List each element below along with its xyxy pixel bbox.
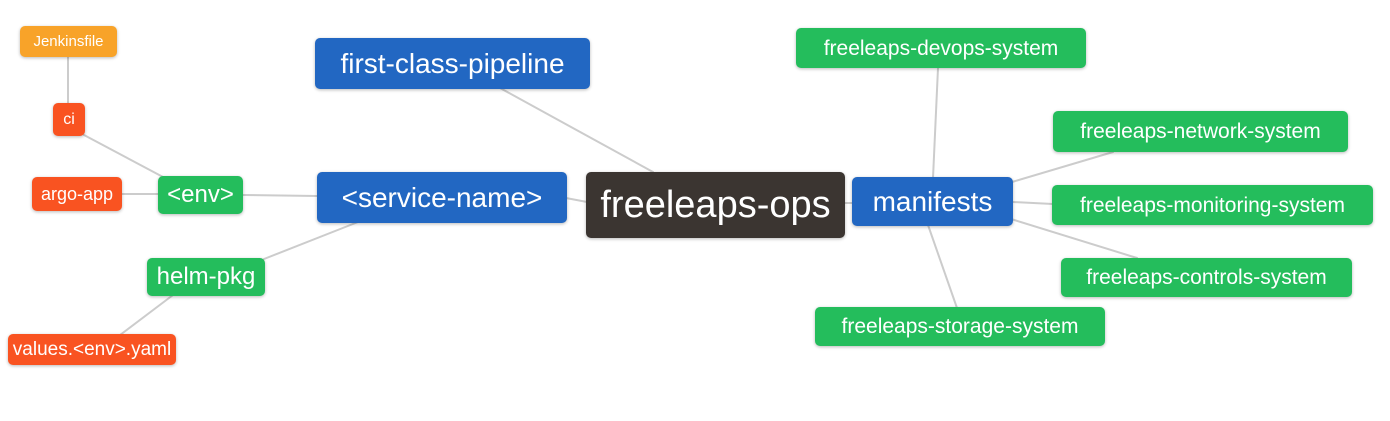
- edge-manifests-to-network-system: [1011, 151, 1114, 183]
- node-devops-system[interactable]: freeleaps-devops-system: [796, 28, 1086, 68]
- node-first-class-pipeline[interactable]: first-class-pipeline: [315, 38, 590, 89]
- edge-manifests-to-storage-system: [927, 224, 958, 309]
- edge-ci-to-env: [83, 134, 164, 178]
- node-storage-system[interactable]: freeleaps-storage-system: [815, 307, 1105, 346]
- node-argo-app[interactable]: argo-app: [32, 177, 122, 211]
- node-jenkinsfile[interactable]: Jenkinsfile: [20, 26, 117, 57]
- edge-service-name-to-helm-pkg: [263, 221, 359, 260]
- edge-env-to-service-name: [242, 194, 318, 197]
- edge-service-name-to-freeleaps-ops: [565, 197, 588, 203]
- node-controls-system[interactable]: freeleaps-controls-system: [1061, 258, 1352, 297]
- node-freeleaps-ops[interactable]: freeleaps-ops: [586, 172, 845, 238]
- node-service-name[interactable]: <service-name>: [317, 172, 567, 223]
- node-values-env-yaml[interactable]: values.<env>.yaml: [8, 334, 176, 365]
- edge-manifests-to-controls-system: [1010, 218, 1138, 259]
- edge-first-class-pipeline-to-freeleaps-ops: [499, 87, 654, 173]
- edge-manifests-to-devops-system: [932, 67, 939, 179]
- node-monitoring-system[interactable]: freeleaps-monitoring-system: [1052, 185, 1373, 225]
- node-helm-pkg[interactable]: helm-pkg: [147, 258, 265, 296]
- node-manifests[interactable]: manifests: [852, 177, 1013, 226]
- node-ci[interactable]: ci: [53, 103, 85, 136]
- edge-helm-pkg-to-values-env-yaml: [119, 294, 174, 336]
- node-env[interactable]: <env>: [158, 176, 243, 214]
- node-network-system[interactable]: freeleaps-network-system: [1053, 111, 1348, 152]
- edge-manifests-to-monitoring-system: [1012, 201, 1054, 205]
